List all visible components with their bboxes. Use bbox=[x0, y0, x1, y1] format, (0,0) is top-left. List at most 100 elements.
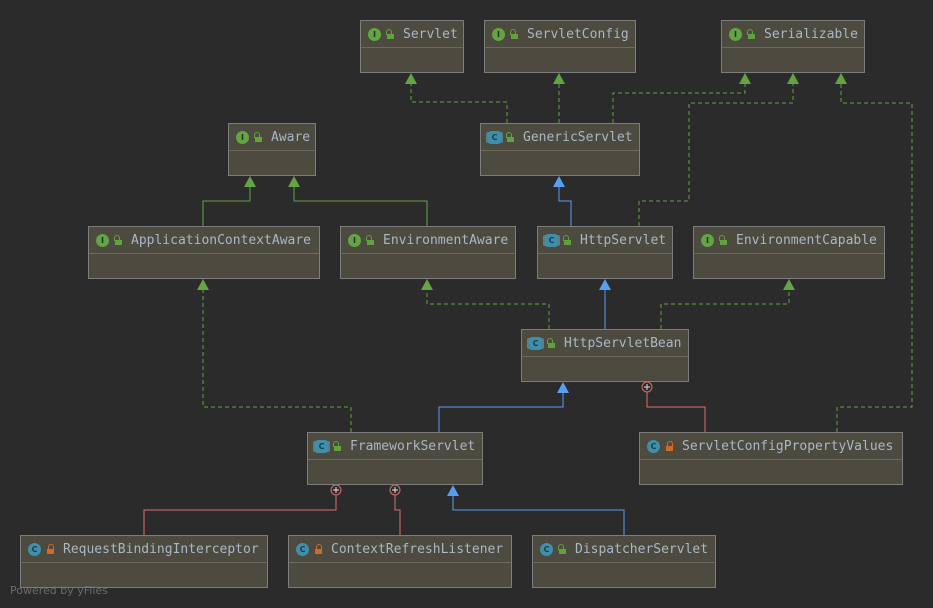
node-header: C ServletConfigPropertyValues bbox=[640, 433, 902, 460]
node-header: I Serializable bbox=[722, 21, 864, 48]
edge-implements-10 bbox=[660, 289, 790, 329]
edge-ext-i-5 bbox=[202, 186, 251, 226]
lock-closed-icon bbox=[314, 544, 323, 554]
interface-icon: I bbox=[348, 233, 361, 247]
edge-implements-2 bbox=[612, 83, 746, 123]
node-header: C GenericServlet bbox=[481, 124, 639, 151]
class-node-requestbindinginterceptor[interactable]: C RequestBindingInterceptor bbox=[20, 535, 268, 588]
lock-open-icon bbox=[366, 235, 375, 245]
class-name: HttpServletBean bbox=[564, 335, 682, 351]
arrowhead-0 bbox=[405, 73, 417, 84]
arrowhead-3 bbox=[787, 73, 799, 84]
node-header: I ServletConfig bbox=[485, 21, 635, 48]
node-header: C FrameworkServlet bbox=[308, 433, 482, 460]
class-name: DispatcherServlet bbox=[575, 541, 709, 557]
class-node-servletconfigpropertyvalues[interactable]: C ServletConfigPropertyValues bbox=[639, 432, 903, 485]
lock-open-icon bbox=[719, 235, 728, 245]
class-node-genericservlet[interactable]: C GenericServlet bbox=[480, 123, 640, 176]
node-header: I EnvironmentCapable bbox=[694, 227, 884, 254]
class-name: EnvironmentAware bbox=[383, 232, 509, 248]
lock-open-icon bbox=[563, 235, 572, 245]
edge-implements-3 bbox=[638, 83, 794, 226]
lock-open-icon bbox=[747, 29, 756, 39]
abstract-icon: C bbox=[545, 233, 558, 247]
class-node-serializable[interactable]: I Serializable bbox=[721, 20, 865, 73]
class-node-servletconfig[interactable]: I ServletConfig bbox=[484, 20, 636, 73]
arrowhead-1 bbox=[553, 73, 565, 84]
lock-open-icon bbox=[386, 29, 395, 39]
class-node-frameworkservlet[interactable]: C FrameworkServlet bbox=[307, 432, 483, 485]
class-name: Servlet bbox=[403, 26, 458, 42]
plus-icon bbox=[333, 487, 339, 493]
edge-inner-13 bbox=[646, 387, 706, 432]
node-header: I Aware bbox=[229, 124, 315, 151]
arrowhead-11 bbox=[197, 279, 209, 290]
node-header: C DispatcherServlet bbox=[533, 536, 715, 563]
edge-implements-4 bbox=[836, 83, 913, 432]
class-name: ServletConfigPropertyValues bbox=[682, 438, 894, 454]
class-name: Aware bbox=[271, 129, 311, 145]
powered-by-label: Powered by yFiles bbox=[10, 584, 108, 597]
lock-open-icon bbox=[254, 132, 263, 142]
edge-implements-11 bbox=[202, 289, 352, 432]
plus-icon bbox=[392, 487, 398, 493]
node-header: C HttpServletBean bbox=[522, 330, 688, 357]
edge-inner-15 bbox=[394, 490, 401, 535]
class-icon: C bbox=[647, 439, 660, 453]
arrowhead-12 bbox=[557, 382, 569, 393]
class-name: GenericServlet bbox=[523, 129, 633, 145]
node-header: I Servlet bbox=[361, 21, 463, 48]
class-name: EnvironmentCapable bbox=[736, 232, 877, 248]
class-name: FrameworkServlet bbox=[350, 438, 476, 454]
edge-extends-12 bbox=[438, 392, 564, 432]
lock-closed-icon bbox=[665, 441, 674, 451]
class-name: ServletConfig bbox=[527, 26, 629, 42]
edge-inner-14 bbox=[143, 490, 337, 535]
plus-icon bbox=[644, 384, 650, 390]
class-icon: C bbox=[28, 542, 41, 556]
lock-open-icon bbox=[558, 544, 567, 554]
abstract-icon: C bbox=[529, 336, 542, 350]
node-header: C HttpServlet bbox=[538, 227, 672, 254]
lock-open-icon bbox=[506, 132, 515, 142]
arrowhead-7 bbox=[553, 176, 565, 187]
interface-icon: I bbox=[492, 27, 505, 41]
class-name: ApplicationContextAware bbox=[131, 232, 312, 248]
arrowhead-2 bbox=[739, 73, 751, 84]
edge-implements-8 bbox=[426, 289, 550, 329]
lock-open-icon bbox=[333, 441, 342, 451]
abstract-icon: C bbox=[315, 439, 328, 453]
lock-open-icon bbox=[114, 235, 123, 245]
arrowhead-16 bbox=[447, 485, 459, 496]
lock-open-icon bbox=[510, 29, 519, 39]
lock-open-icon bbox=[547, 338, 556, 348]
class-node-httpservlet[interactable]: C HttpServlet bbox=[537, 226, 673, 279]
class-icon: C bbox=[540, 542, 553, 556]
interface-icon: I bbox=[729, 27, 742, 41]
class-node-environmentcapable[interactable]: I EnvironmentCapable bbox=[693, 226, 885, 279]
class-name: HttpServlet bbox=[580, 232, 667, 248]
arrowhead-8 bbox=[421, 279, 433, 290]
class-name: Serializable bbox=[764, 26, 858, 42]
interface-icon: I bbox=[701, 233, 714, 247]
arrowhead-10 bbox=[783, 279, 795, 290]
arrowhead-9 bbox=[599, 279, 611, 290]
edge-extends-16 bbox=[452, 495, 625, 535]
abstract-icon: C bbox=[488, 130, 501, 144]
arrowhead-5 bbox=[244, 176, 256, 187]
class-name: RequestBindingInterceptor bbox=[63, 541, 259, 557]
class-node-aware[interactable]: I Aware bbox=[228, 123, 316, 176]
class-node-environmentaware[interactable]: I EnvironmentAware bbox=[340, 226, 516, 279]
class-node-httpservletbean[interactable]: C HttpServletBean bbox=[521, 329, 689, 382]
interface-icon: I bbox=[368, 27, 381, 41]
interface-icon: I bbox=[236, 130, 249, 144]
class-node-servlet[interactable]: I Servlet bbox=[360, 20, 464, 73]
arrowhead-6 bbox=[288, 176, 300, 187]
class-node-dispatcherservlet[interactable]: C DispatcherServlet bbox=[532, 535, 716, 588]
class-name: ContextRefreshListener bbox=[331, 541, 504, 557]
